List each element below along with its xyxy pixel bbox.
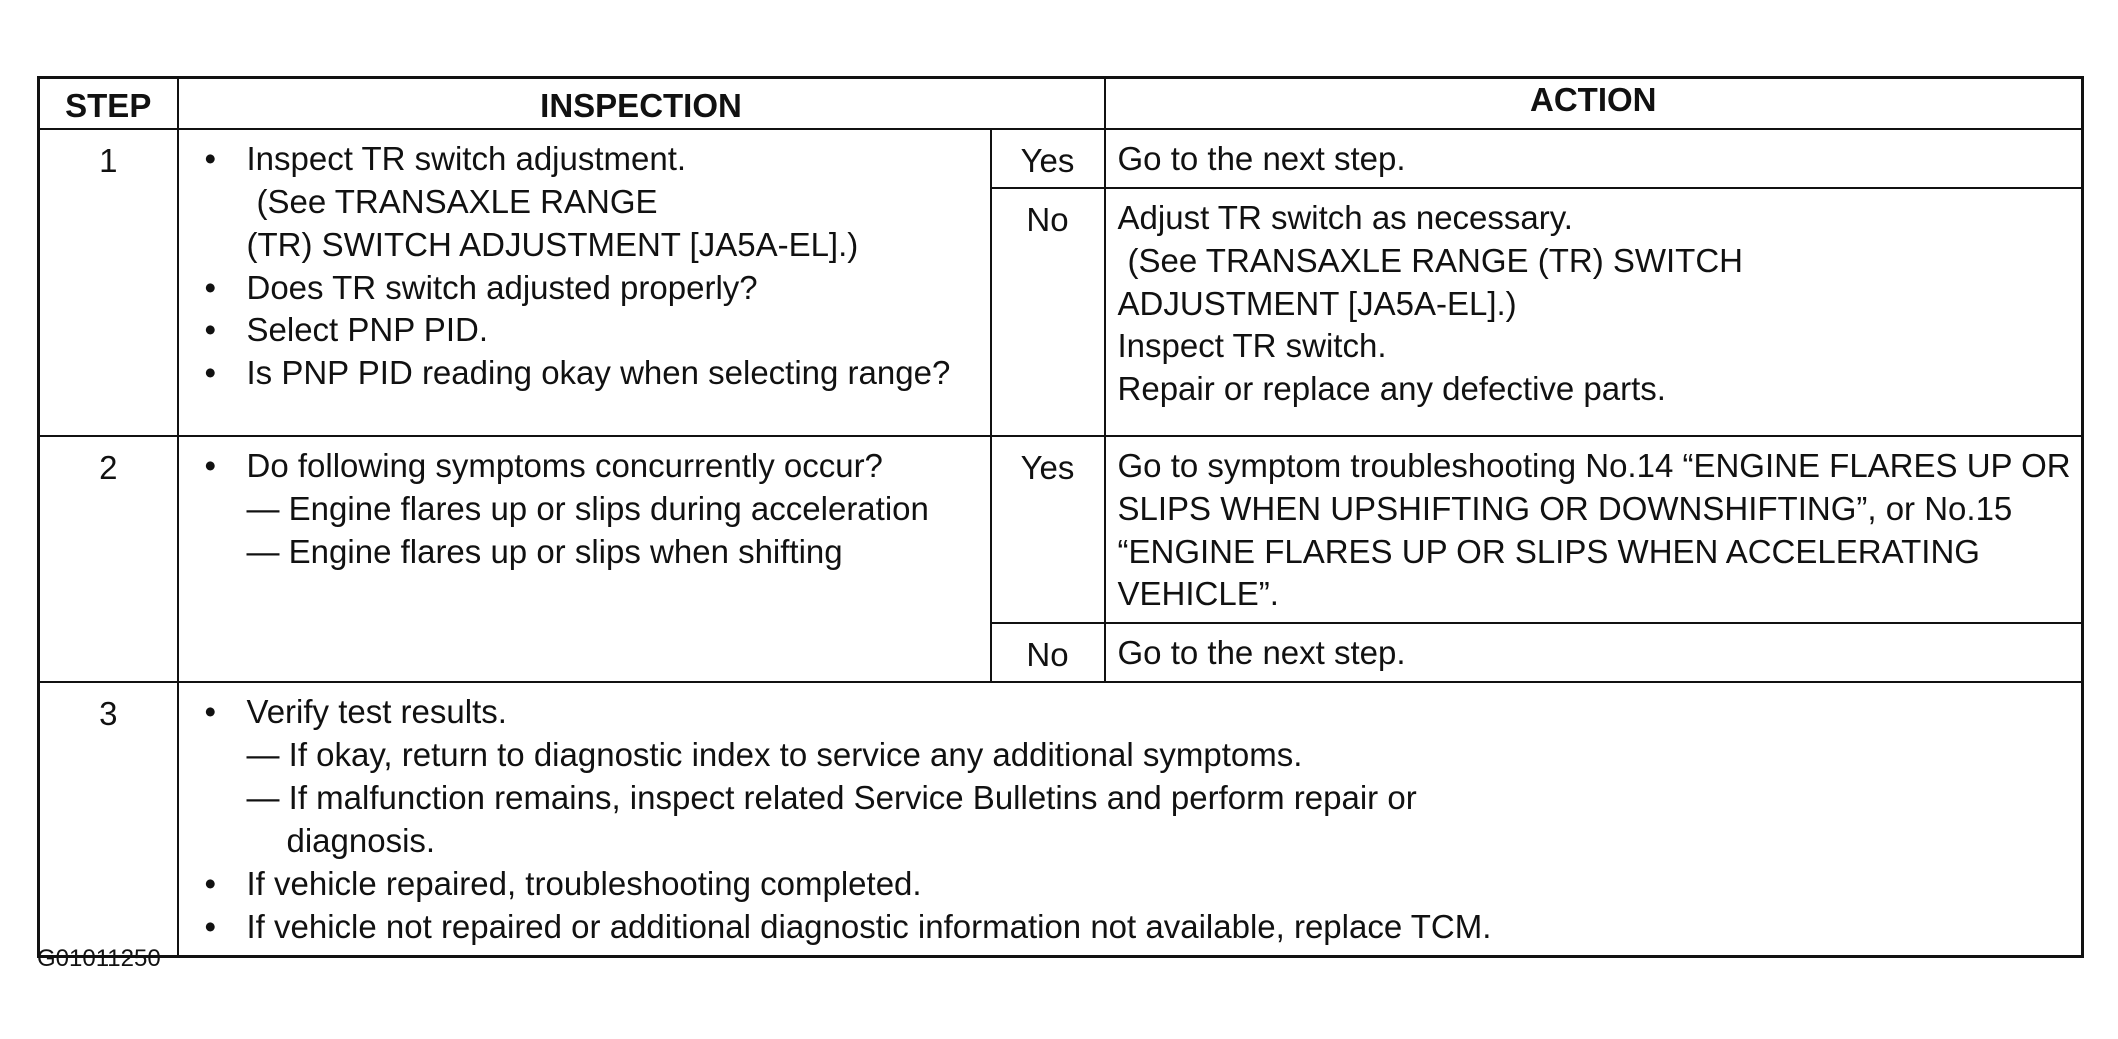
yes-label: Yes	[989, 434, 1106, 625]
inspection-cell: Verify test results. — If okay, return t…	[176, 681, 2084, 958]
list-item: If vehicle not repaired or additional di…	[201, 906, 2072, 949]
step-number: 1	[37, 127, 179, 437]
no-label: No	[989, 622, 1106, 684]
table-row: 1 Inspect TR switch adjustment. (See TRA…	[37, 127, 2084, 437]
header-row: STEP INSPECTION ACTION	[37, 76, 2084, 130]
step-number: 2	[37, 434, 179, 684]
no-label: No	[989, 186, 1106, 437]
list-item: Do following symptoms concurrently occur…	[201, 445, 980, 574]
table-row: 2 Do following symptoms concurrently occ…	[37, 434, 2084, 684]
list-item: If vehicle repaired, troubleshooting com…	[201, 863, 2072, 906]
no-action: Adjust TR switch as necessary. (See TRAN…	[1103, 186, 2084, 437]
yes-label: Yes	[989, 127, 1106, 189]
list-item: Does TR switch adjusted properly?	[201, 267, 980, 310]
list-item: Verify test results. — If okay, return t…	[201, 691, 2072, 863]
inspection-header: INSPECTION	[176, 76, 1106, 130]
action-header: ACTION	[1103, 76, 2084, 130]
no-action: Go to the next step.	[1103, 622, 2084, 684]
yes-action: Go to symptom troubleshooting No.14 “ENG…	[1103, 434, 2084, 625]
table-row: No Adjust TR switch as necessary. (See T…	[39, 186, 2084, 437]
step-number: 3	[37, 681, 179, 958]
figure-code: G01011250	[37, 945, 161, 972]
diagnostic-table: STEP INSPECTION ACTION 1 Inspect TR swit…	[37, 76, 2085, 958]
inspection-cell: Do following symptoms concurrently occur…	[176, 434, 992, 684]
list-item: Select PNP PID.	[201, 309, 980, 352]
yes-action: Go to the next step.	[1103, 127, 2084, 189]
step-header: STEP	[37, 76, 179, 130]
list-item: Inspect TR switch adjustment. (See TRANS…	[201, 138, 980, 267]
inspection-cell: Inspect TR switch adjustment. (See TRANS…	[176, 127, 992, 437]
table-row: 3 Verify test results. — If okay, return…	[37, 681, 2084, 958]
list-item: Is PNP PID reading okay when selecting r…	[201, 352, 980, 395]
table-row: No Go to the next step.	[39, 622, 2084, 684]
